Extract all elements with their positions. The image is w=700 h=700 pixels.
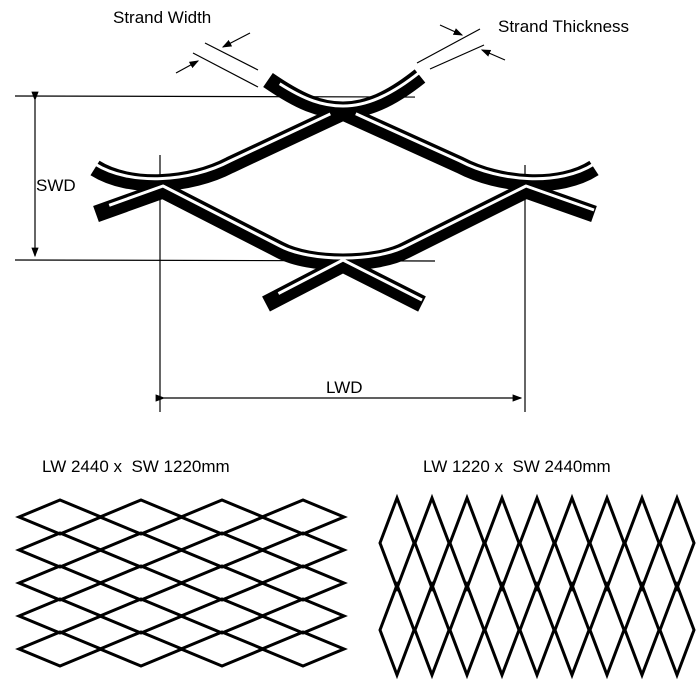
mesh-diamond: [96, 630, 186, 668]
mesh-diamond: [553, 580, 591, 680]
mesh-diamond: [378, 580, 416, 680]
strand: [263, 69, 426, 119]
mesh-diamond: [96, 498, 186, 536]
mesh-diamond: [588, 580, 626, 680]
mesh-diamond: [177, 597, 267, 635]
mesh-diamond: [448, 493, 486, 593]
mesh-diamond: [177, 564, 267, 602]
mesh-diamond: [15, 597, 105, 635]
mesh-strands: [90, 69, 599, 312]
mesh-diamond: [623, 493, 661, 593]
mesh-diamond: [177, 630, 267, 668]
mesh-diamond: [177, 531, 267, 569]
strand-highlight: [342, 106, 595, 181]
mesh-diamond: [258, 498, 348, 536]
mesh-diamond: [588, 493, 626, 593]
strand: [262, 255, 426, 312]
mesh-diamond: [483, 493, 521, 593]
mesh-diamond: [15, 564, 105, 602]
strand-highlight: [267, 70, 421, 108]
pattern-vertical: [378, 493, 696, 680]
mesh-diamond: [518, 580, 556, 680]
mesh-diamond: [448, 580, 486, 680]
mesh-diamond: [15, 498, 105, 536]
mesh-diamond: [15, 630, 105, 668]
mesh-diamond: [413, 580, 451, 680]
dimension-lines: [14, 24, 526, 412]
strand-highlight: [94, 106, 344, 181]
mesh-diamond: [96, 597, 186, 635]
mesh-diamond: [177, 498, 267, 536]
strand: [339, 104, 599, 192]
mesh-diamond: [258, 531, 348, 569]
pattern-caption-vertical: LW 1220 x SW 2440mm: [423, 457, 611, 476]
strand-thickness-label: Strand Thickness: [498, 17, 630, 36]
swd-label: SWD: [36, 176, 76, 195]
pattern-caption-horizontal: LW 2440 x SW 1220mm: [42, 457, 230, 476]
mesh-diamond: [378, 493, 416, 593]
lwd-label: LWD: [326, 378, 363, 397]
mesh-diamond: [623, 580, 661, 680]
mesh-diamond: [96, 564, 186, 602]
mesh-diamond: [553, 493, 591, 593]
strand-width-label: Strand Width: [113, 8, 212, 27]
pattern-horizontal: [15, 498, 348, 668]
mesh-diamond: [658, 493, 696, 593]
mesh-diamond: [258, 597, 348, 635]
strand-highlight: [95, 184, 595, 260]
mesh-diamond: [483, 580, 521, 680]
mesh-diamond: [15, 531, 105, 569]
mesh-diamond: [96, 531, 186, 569]
mesh-diamond: [258, 564, 348, 602]
mesh-diamond: [258, 630, 348, 668]
strand: [90, 104, 347, 192]
mesh-diamond: [518, 493, 556, 593]
strand: [93, 181, 597, 271]
strand-highlight: [265, 258, 423, 302]
mesh-diamond: [658, 580, 696, 680]
mesh-diamond: [413, 493, 451, 593]
